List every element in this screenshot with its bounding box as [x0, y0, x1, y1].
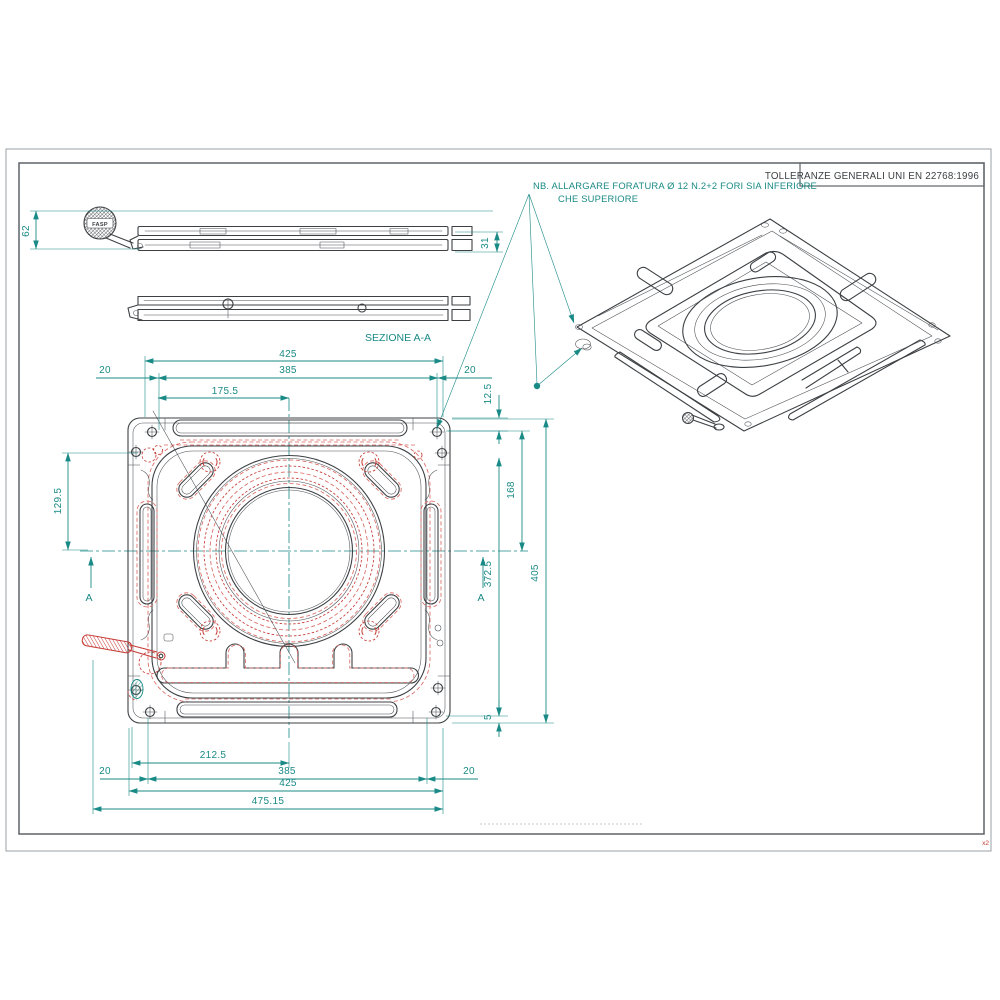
plate-outline: [127, 417, 451, 724]
dim-425-top: 425: [279, 349, 297, 360]
dim-plan-right: 168 372.5 405 5 A: [446, 418, 554, 737]
lock-holes: [199, 451, 380, 642]
note-line-2: CHE SUPERIORE: [558, 193, 638, 204]
section-title: SEZIONE A-A: [365, 332, 431, 344]
section-view: SEZIONE A-A: [127, 295, 471, 344]
dim-side-total-height: 62: [21, 210, 493, 250]
dim-175-5: 175.5: [212, 386, 239, 397]
isometric-view: [575, 218, 951, 432]
dim-212-5: 212.5: [200, 750, 227, 761]
dim-385-top: 385: [279, 365, 297, 376]
side-elevation-view: FASP 62 31: [21, 206, 503, 253]
dim-5: 5: [483, 714, 494, 720]
quantity-note: x2: [982, 840, 989, 847]
brand-text: FASP: [92, 222, 108, 228]
iso-latch: [682, 412, 725, 431]
dim-20-top-right: 20: [464, 365, 476, 376]
dim-62: 62: [21, 225, 32, 237]
dim-side-stack-height: 31: [455, 231, 503, 253]
dim-20-top-left: 20: [99, 365, 111, 376]
section-pin-right: [357, 303, 367, 313]
dim-168: 168: [506, 481, 517, 499]
tolerances-text: TOLLERANZE GENERALI UNI EN 22768:1996: [765, 171, 979, 182]
section-marker-a-right: A: [477, 592, 484, 604]
dim-plan-left: 129.5 A: [53, 452, 138, 604]
dim-475-15: 475.15: [252, 796, 285, 807]
dim-plan-bottom: 212.5 20 385 20 425 475.15: [92, 660, 478, 814]
dim-12-5: 12.5: [483, 384, 494, 405]
iso-slots: [597, 234, 939, 423]
iso-corner-holes: [575, 222, 942, 427]
upper-rail: [137, 225, 473, 237]
dim-31: 31: [480, 237, 491, 249]
dim-129-5: 129.5: [53, 488, 64, 515]
handle-arm: [105, 233, 134, 249]
release-handle: [81, 633, 174, 661]
dim-385-bottom: 385: [278, 766, 296, 777]
housing-contour: [151, 445, 427, 699]
iso-bearing-rings: [682, 276, 838, 368]
dim-20-bottom-left: 20: [99, 766, 111, 777]
title-block: TOLLERANZE GENERALI UNI EN 22768:1996: [765, 162, 985, 187]
housing-contour-red: [147, 441, 431, 703]
left-slot: [136, 469, 158, 641]
dim-425-bottom: 425: [279, 778, 297, 789]
reference-diagonal: [152, 410, 296, 664]
dim-20-bottom-right: 20: [463, 766, 475, 777]
section-upper-rail: [137, 295, 471, 306]
leader-to-plan-hole: [436, 193, 530, 429]
section-lower-rail: [127, 304, 471, 322]
crown-cutout: [156, 643, 419, 684]
lower-rail: [129, 235, 473, 252]
section-cut-mark: [130, 679, 144, 699]
bearing-rings: [192, 454, 386, 648]
dim-plan-top: 425 20 385 20 175.5 12.5: [96, 349, 508, 444]
drawing-note: NB. ALLARGARE FORATURA Ø 12 N.2+2 FORI S…: [436, 180, 817, 429]
section-marker-a-left: A: [85, 592, 92, 604]
brand-plate: [86, 218, 114, 229]
right-slot: [420, 469, 444, 647]
plan-view: 425 20 385 20 175.5 12.5 212.5 20 385 20: [53, 349, 554, 814]
leader-to-iso-lower-hole: [536, 347, 583, 387]
corner-tab-steps: [127, 417, 451, 724]
page-frame: x2: [5, 148, 992, 852]
leader-to-iso-upper-hole: [528, 193, 575, 324]
dim-372-5: 372.5: [483, 561, 494, 588]
top-slot: [164, 419, 416, 446]
corner-red-details: [127, 445, 423, 701]
bottom-slot: [176, 698, 398, 718]
leader-stem: [528, 193, 538, 385]
dim-405: 405: [530, 564, 541, 582]
note-line-1: NB. ALLARGARE FORATURA Ø 12 N.2+2 FORI S…: [533, 180, 817, 191]
